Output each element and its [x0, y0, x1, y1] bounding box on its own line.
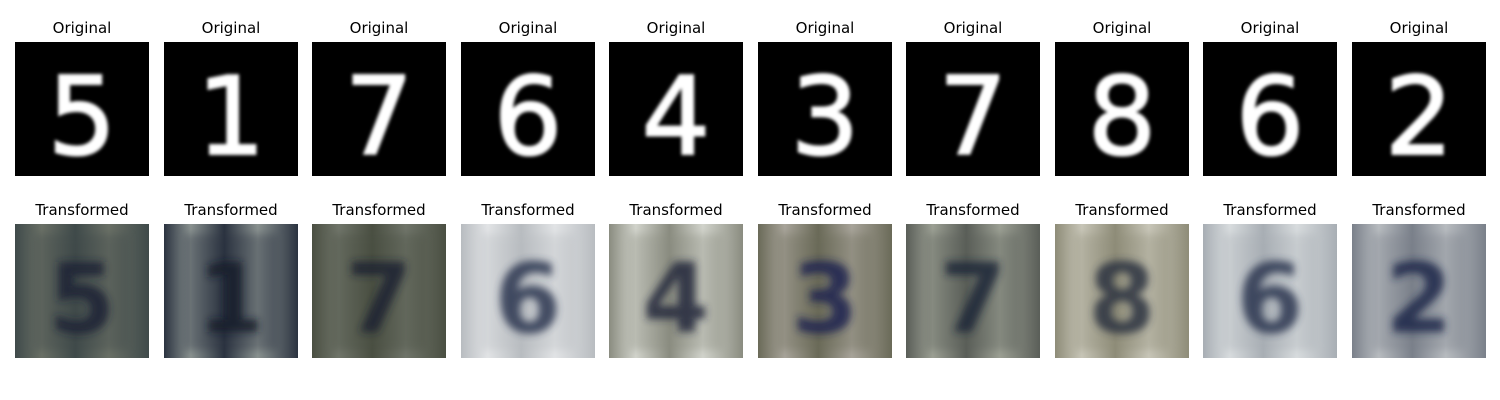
- original-digit-image: 4: [609, 42, 743, 176]
- digit-glyph: 6: [494, 55, 563, 176]
- panel-title: Original: [795, 19, 855, 37]
- panel-title: Transformed: [1075, 201, 1169, 219]
- panel-title: Original: [52, 19, 112, 37]
- panel-title: Transformed: [184, 201, 278, 219]
- digit-glyph: 6: [1236, 55, 1305, 176]
- transformed-digit-image: 6: [1203, 224, 1337, 358]
- transformed-digit-image: 3: [758, 224, 892, 358]
- panel-title: Transformed: [1372, 201, 1466, 219]
- transformed-digit-image: 2: [1352, 224, 1486, 358]
- digit-glyph: 3: [791, 55, 860, 176]
- digit-glyph: 4: [642, 55, 711, 176]
- digit-glyph: 6: [1237, 243, 1304, 355]
- digit-glyph: 4: [643, 243, 710, 355]
- digit-glyph: 7: [346, 243, 413, 355]
- panel-title: Transformed: [35, 201, 129, 219]
- original-digit-image: 6: [1203, 42, 1337, 176]
- digit-glyph: 5: [49, 243, 116, 355]
- transformed-digit-image: 4: [609, 224, 743, 358]
- original-digit-image: 2: [1352, 42, 1486, 176]
- original-digit-image: 6: [461, 42, 595, 176]
- panel-title: Original: [646, 19, 706, 37]
- original-digit-image: 1: [164, 42, 298, 176]
- panel-title: Transformed: [1223, 201, 1317, 219]
- digit-glyph: 7: [940, 243, 1007, 355]
- digit-glyph: 2: [1385, 55, 1454, 176]
- original-digit-image: 8: [1055, 42, 1189, 176]
- digit-glyph: 6: [495, 243, 562, 355]
- transformed-digit-image: 1: [164, 224, 298, 358]
- digit-glyph: 1: [197, 55, 266, 176]
- panel-title: Original: [1240, 19, 1300, 37]
- digit-glyph: 1: [198, 243, 265, 355]
- panel-title: Original: [349, 19, 409, 37]
- panel-title: Transformed: [778, 201, 872, 219]
- transformed-digit-image: 7: [906, 224, 1040, 358]
- panel-title: Transformed: [481, 201, 575, 219]
- panel-title: Transformed: [926, 201, 1020, 219]
- panel-title: Original: [201, 19, 261, 37]
- digit-glyph: 8: [1088, 55, 1157, 176]
- transformed-digit-image: 5: [15, 224, 149, 358]
- panel-title: Original: [498, 19, 558, 37]
- transformed-digit-image: 7: [312, 224, 446, 358]
- panel-title: Original: [943, 19, 1003, 37]
- transformed-digit-image: 6: [461, 224, 595, 358]
- digit-glyph: 3: [792, 243, 859, 355]
- digit-glyph: 7: [345, 55, 414, 176]
- digit-glyph: 2: [1386, 243, 1453, 355]
- transformed-digit-image: 8: [1055, 224, 1189, 358]
- digit-glyph: 8: [1089, 243, 1156, 355]
- original-digit-image: 5: [15, 42, 149, 176]
- panel-title: Original: [1092, 19, 1152, 37]
- original-digit-image: 7: [906, 42, 1040, 176]
- original-digit-image: 7: [312, 42, 446, 176]
- panel-title: Original: [1389, 19, 1449, 37]
- digit-glyph: 5: [48, 55, 117, 176]
- panel-title: Transformed: [332, 201, 426, 219]
- original-digit-image: 3: [758, 42, 892, 176]
- panel-title: Transformed: [629, 201, 723, 219]
- digit-glyph: 7: [939, 55, 1008, 176]
